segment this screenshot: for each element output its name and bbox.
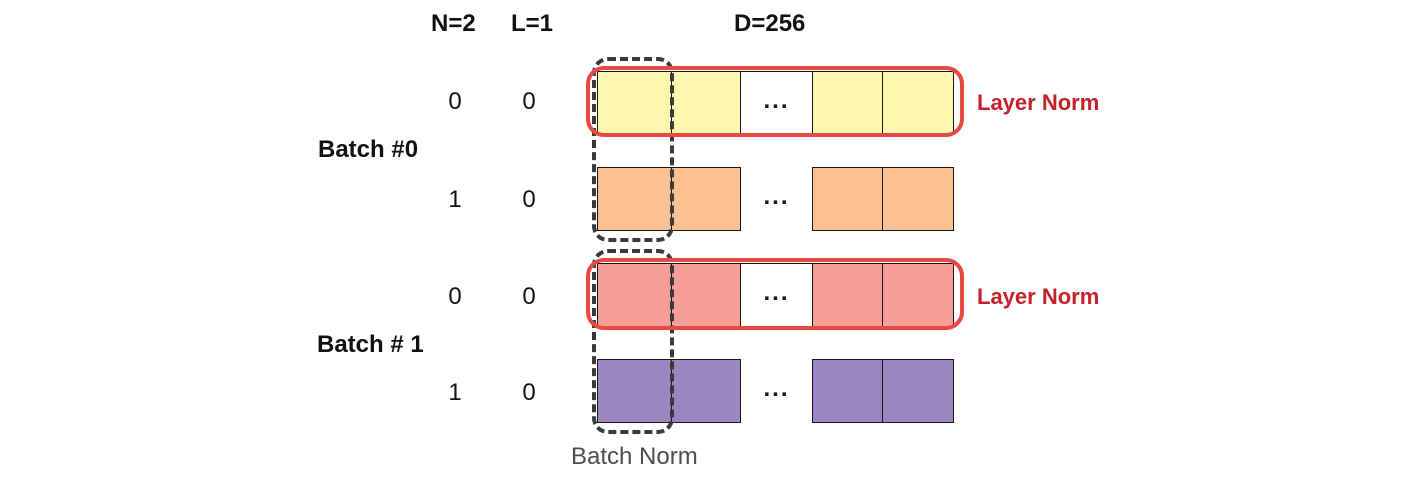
layer-norm-outline-row0 <box>586 66 964 137</box>
embedding-cell <box>812 263 883 327</box>
embedding-cell <box>597 71 672 135</box>
row-0-n-index: 0 <box>448 88 462 115</box>
embedding-row-3 <box>597 359 954 423</box>
header-l-dim: L=1 <box>511 10 554 37</box>
embedding-row-1 <box>597 167 954 231</box>
embedding-cell <box>671 71 741 135</box>
embedding-cell <box>597 263 672 327</box>
layer-norm-label-row0: Layer Norm <box>977 90 1100 115</box>
layer-norm-outline-row2 <box>586 258 964 330</box>
embedding-cell <box>671 359 741 423</box>
embedding-cell <box>812 359 883 423</box>
ellipsis-row-1: ... <box>763 183 790 210</box>
row-0-l-index: 0 <box>522 88 536 115</box>
embedding-cell <box>882 167 954 231</box>
embedding-cell <box>597 167 672 231</box>
row-2-n-index: 0 <box>448 283 462 310</box>
ellipsis-row-2: ... <box>763 279 790 306</box>
batch-norm-outline-batch0 <box>592 57 674 242</box>
embedding-cell <box>740 263 813 327</box>
batch-0-label: Batch #0 <box>318 136 419 163</box>
row-1-n-index: 1 <box>448 186 462 213</box>
batch-norm-outline-batch1 <box>592 249 674 434</box>
row-3-n-index: 1 <box>448 379 462 406</box>
header-n-dim: N=2 <box>431 10 476 37</box>
ellipsis-row-3: ... <box>763 375 790 402</box>
batch-norm-label: Batch Norm <box>571 443 698 470</box>
row-2-l-index: 0 <box>522 283 536 310</box>
row-3-l-index: 0 <box>522 379 536 406</box>
batch-1-label: Batch # 1 <box>317 331 424 358</box>
row-1-l-index: 0 <box>522 186 536 213</box>
embedding-cell <box>882 359 954 423</box>
layer-norm-label-row2: Layer Norm <box>977 284 1100 309</box>
header-d-dim: D=256 <box>734 10 806 37</box>
ellipsis-row-0: ... <box>763 87 790 114</box>
embedding-cell <box>882 71 954 135</box>
embedding-cell <box>671 167 741 231</box>
embedding-cell <box>812 167 883 231</box>
